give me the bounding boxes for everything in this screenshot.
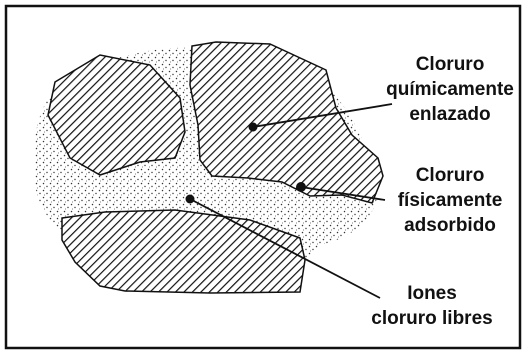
label-line: físicamente (380, 188, 520, 213)
label-free-chloride-ions: Iones cloruro libres (352, 281, 512, 331)
label-line: Cloruro (380, 52, 520, 77)
label-line: químicamente (380, 77, 520, 102)
label-line: Cloruro (380, 163, 520, 188)
label-line: enlazado (380, 102, 520, 127)
label-line: Iones (352, 281, 512, 306)
label-chemically-bound-chloride: Cloruro químicamente enlazado (380, 52, 520, 127)
label-line: cloruro libres (352, 306, 512, 331)
label-physically-adsorbed-chloride: Cloruro físicamente adsorbido (380, 163, 520, 238)
label-line: adsorbido (380, 213, 520, 238)
